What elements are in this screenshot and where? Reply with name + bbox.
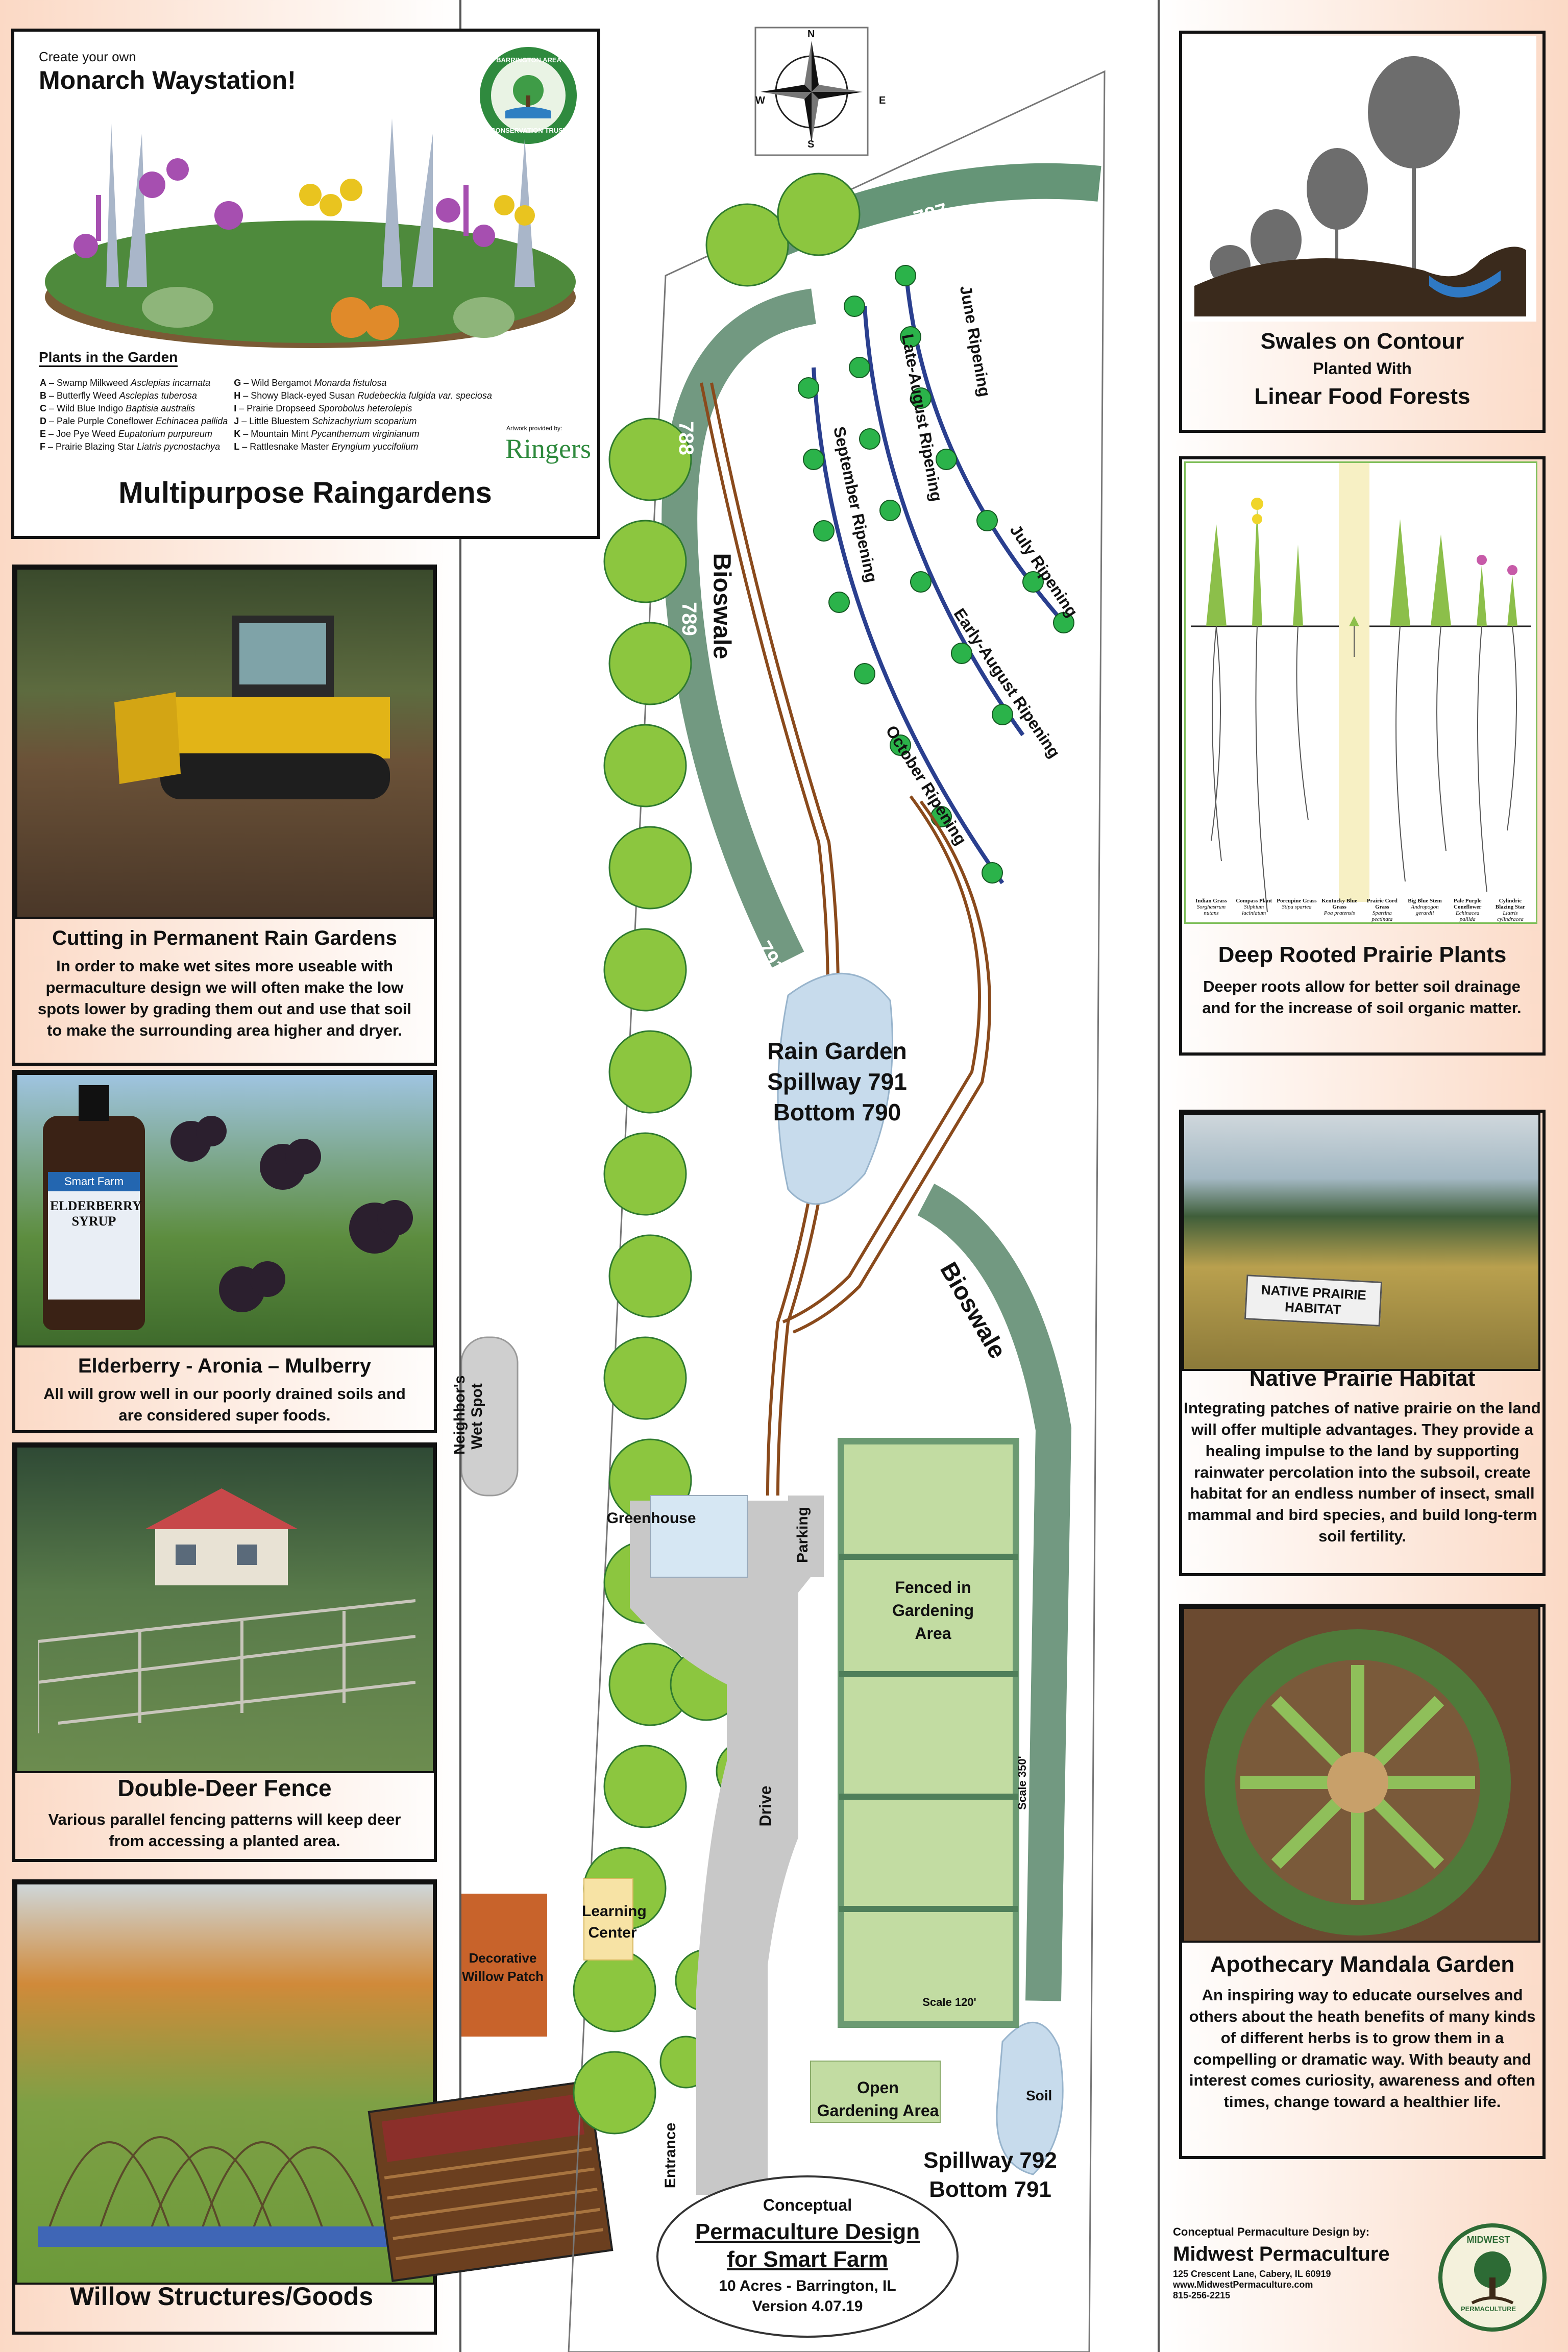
neighbor-wet-spot: Neighbor's Wet Spot [451, 1375, 485, 1455]
bottle-name: ELDERBERRY SYRUP [50, 1198, 142, 1229]
title-version: Version 4.07.19 [752, 2298, 863, 2315]
midwest-logo-top: MIDWEST [1466, 2235, 1510, 2245]
title-smart-farm: for Smart Farm [727, 2247, 888, 2272]
scale-vertical: Scale 350' [1015, 1756, 1028, 1810]
illus-swales [1184, 36, 1536, 322]
title-acres: 10 Acres - Barrington, IL [719, 2277, 896, 2294]
deer-fence-body: Various parallel fencing patterns will k… [48, 1810, 401, 1850]
deer-fence-title: Double-Deer Fence [117, 1775, 332, 1801]
learning-center-label: Learning Center [582, 1903, 647, 1941]
photo-willow [15, 1882, 435, 2285]
monarch-title: Monarch Waystation! [39, 66, 296, 94]
open-garden-label: Open Gardening Area [817, 2078, 939, 2120]
credits-by: Conceptual Permaculture Design by: [1173, 2225, 1370, 2238]
mandala-body: An inspiring way to educate ourselves an… [1189, 1986, 1536, 2111]
rain-gardens-body: In order to make wet sites more useable … [37, 957, 411, 1039]
syrup-bottle: Smart Farm ELDERBERRY SYRUP [43, 1085, 145, 1330]
tree-icon [505, 75, 551, 118]
scale-horizontal: Scale 120' [922, 1996, 976, 2008]
rain-gardens-title: Cutting in Permanent Rain Gardens [52, 927, 397, 949]
plant-legend: A – Swamp Milkweed Asclepias incarnata G… [40, 378, 492, 452]
elderberry-title: Elderberry - Aronia – Mulberry [78, 1355, 372, 1377]
native-prairie-body: Integrating patches of native prairie on… [1184, 1399, 1541, 1546]
greenhouse-label: Greenhouse [606, 1510, 696, 1527]
basket-weave-icon [384, 2147, 603, 2261]
credits-company: Midwest Permaculture [1173, 2243, 1390, 2265]
credits-phone: 815-256-2215 [1173, 2290, 1231, 2300]
photo-elderberry: Smart Farm ELDERBERRY SYRUP [15, 1073, 435, 1348]
midwest-logo-bottom: PERMACULTURE [1460, 2305, 1516, 2313]
swales-title2: Linear Food Forests [1254, 384, 1471, 409]
soil-label: Soil [1026, 2088, 1052, 2103]
title-block: Conceptual Permaculture Design for Smart… [656, 2175, 959, 2338]
contour-789: 789 [677, 602, 700, 636]
roots-icon [1191, 463, 1531, 913]
logo-bottom-text: CONSERVATION TRUST [491, 127, 567, 134]
contour-788: 788 [674, 421, 697, 455]
photo-bulldozer [15, 568, 435, 919]
compass-w: W [755, 95, 765, 106]
card-swales [1179, 31, 1546, 433]
garden-illustration [45, 118, 576, 348]
spillway-792-label: Spillway 792 Bottom 791 [923, 2148, 1057, 2202]
plants-heading: Plants in the Garden [39, 349, 178, 367]
rain-garden-label: Rain Garden Spillway 791 Bottom 790 [767, 1038, 907, 1125]
house-icon [145, 1488, 298, 1585]
oak-tree-icon [1471, 2251, 1514, 2305]
willow-title: Willow Structures/Goods [69, 2282, 374, 2311]
prairie-sign: NATIVE PRAIRIE HABITAT [1244, 1275, 1383, 1327]
photo-deer-fence [15, 1446, 435, 1773]
panel-divider [459, 0, 461, 2352]
willow-basket [368, 2080, 614, 2282]
logo-top-text: BARRINGTON AREA [496, 56, 561, 64]
bottle-brand: Smart Farm [48, 1172, 140, 1191]
mandala-title: Apothecary Mandala Garden [1210, 1952, 1515, 1977]
photo-native-prairie: NATIVE PRAIRIE HABITAT [1182, 1113, 1540, 1371]
create-line: Create your own [39, 49, 136, 64]
card-deer-fence [12, 1442, 437, 1862]
title-conceptual: Conceptual [763, 2196, 852, 2214]
card-prairie-plants [1179, 456, 1546, 1056]
compass-s: S [807, 139, 815, 150]
fence-icon [38, 1599, 415, 1733]
bioswale-label-1: Bioswale [708, 553, 736, 659]
card-elderberry [12, 1070, 437, 1433]
prairie-plants-body: Deeper roots allow for better soil drain… [1202, 977, 1522, 1017]
mandala-icon [1205, 1629, 1511, 1935]
fenced-garden-label: Fenced in Gardening Area [892, 1578, 974, 1643]
title-permaculture-design: Permaculture Design [695, 2219, 920, 2244]
native-prairie-title: Native Prairie Habitat [1249, 1366, 1476, 1391]
prairie-plants-title: Deep Rooted Prairie Plants [1218, 942, 1507, 967]
conservation-trust-logo [480, 47, 577, 144]
compass-n: N [807, 29, 815, 40]
swale-section-icon [1194, 56, 1526, 316]
card-mandala [1179, 1604, 1546, 2159]
card-native-prairie [1179, 1110, 1546, 1576]
sponsor-logo: Ringers [505, 433, 591, 464]
credits-web: www.MidwestPermaculture.com [1173, 2280, 1313, 2290]
monarch-caption: Multipurpose Raingardens [118, 476, 492, 509]
willow-structure-icon [38, 2136, 405, 2247]
midwest-permaculture-logo: MIDWEST PERMACULTURE [1438, 2223, 1547, 2332]
credits-address: 125 Crescent Lane, Cabery, IL 60919 [1173, 2269, 1331, 2279]
parking-label: Parking [794, 1506, 812, 1563]
drive-label: Drive [756, 1785, 775, 1827]
card-rain-gardens [12, 565, 437, 1066]
compass-e: E [879, 95, 886, 106]
credits-block: Conceptual Permaculture Design by: Midwe… [1173, 2225, 1459, 2301]
berries-icon [170, 1116, 413, 1312]
photo-mandala [1182, 1607, 1540, 1943]
monarch-card-inner: Create your own Monarch Waystation! BARR… [14, 32, 596, 534]
site-map [461, 27, 1106, 2352]
willow-patch-label: Decorative Willow Patch [461, 1950, 544, 1984]
entrance-label: Entrance [662, 2122, 679, 2189]
bulldozer-icon [114, 616, 390, 799]
swales-title: Swales on Contour [1260, 329, 1464, 354]
swales-sub: Planted With [1313, 359, 1412, 378]
elderberry-body: All will grow well in our poorly drained… [43, 1385, 406, 1424]
artwork-by: Artwork provided by: [506, 425, 562, 432]
